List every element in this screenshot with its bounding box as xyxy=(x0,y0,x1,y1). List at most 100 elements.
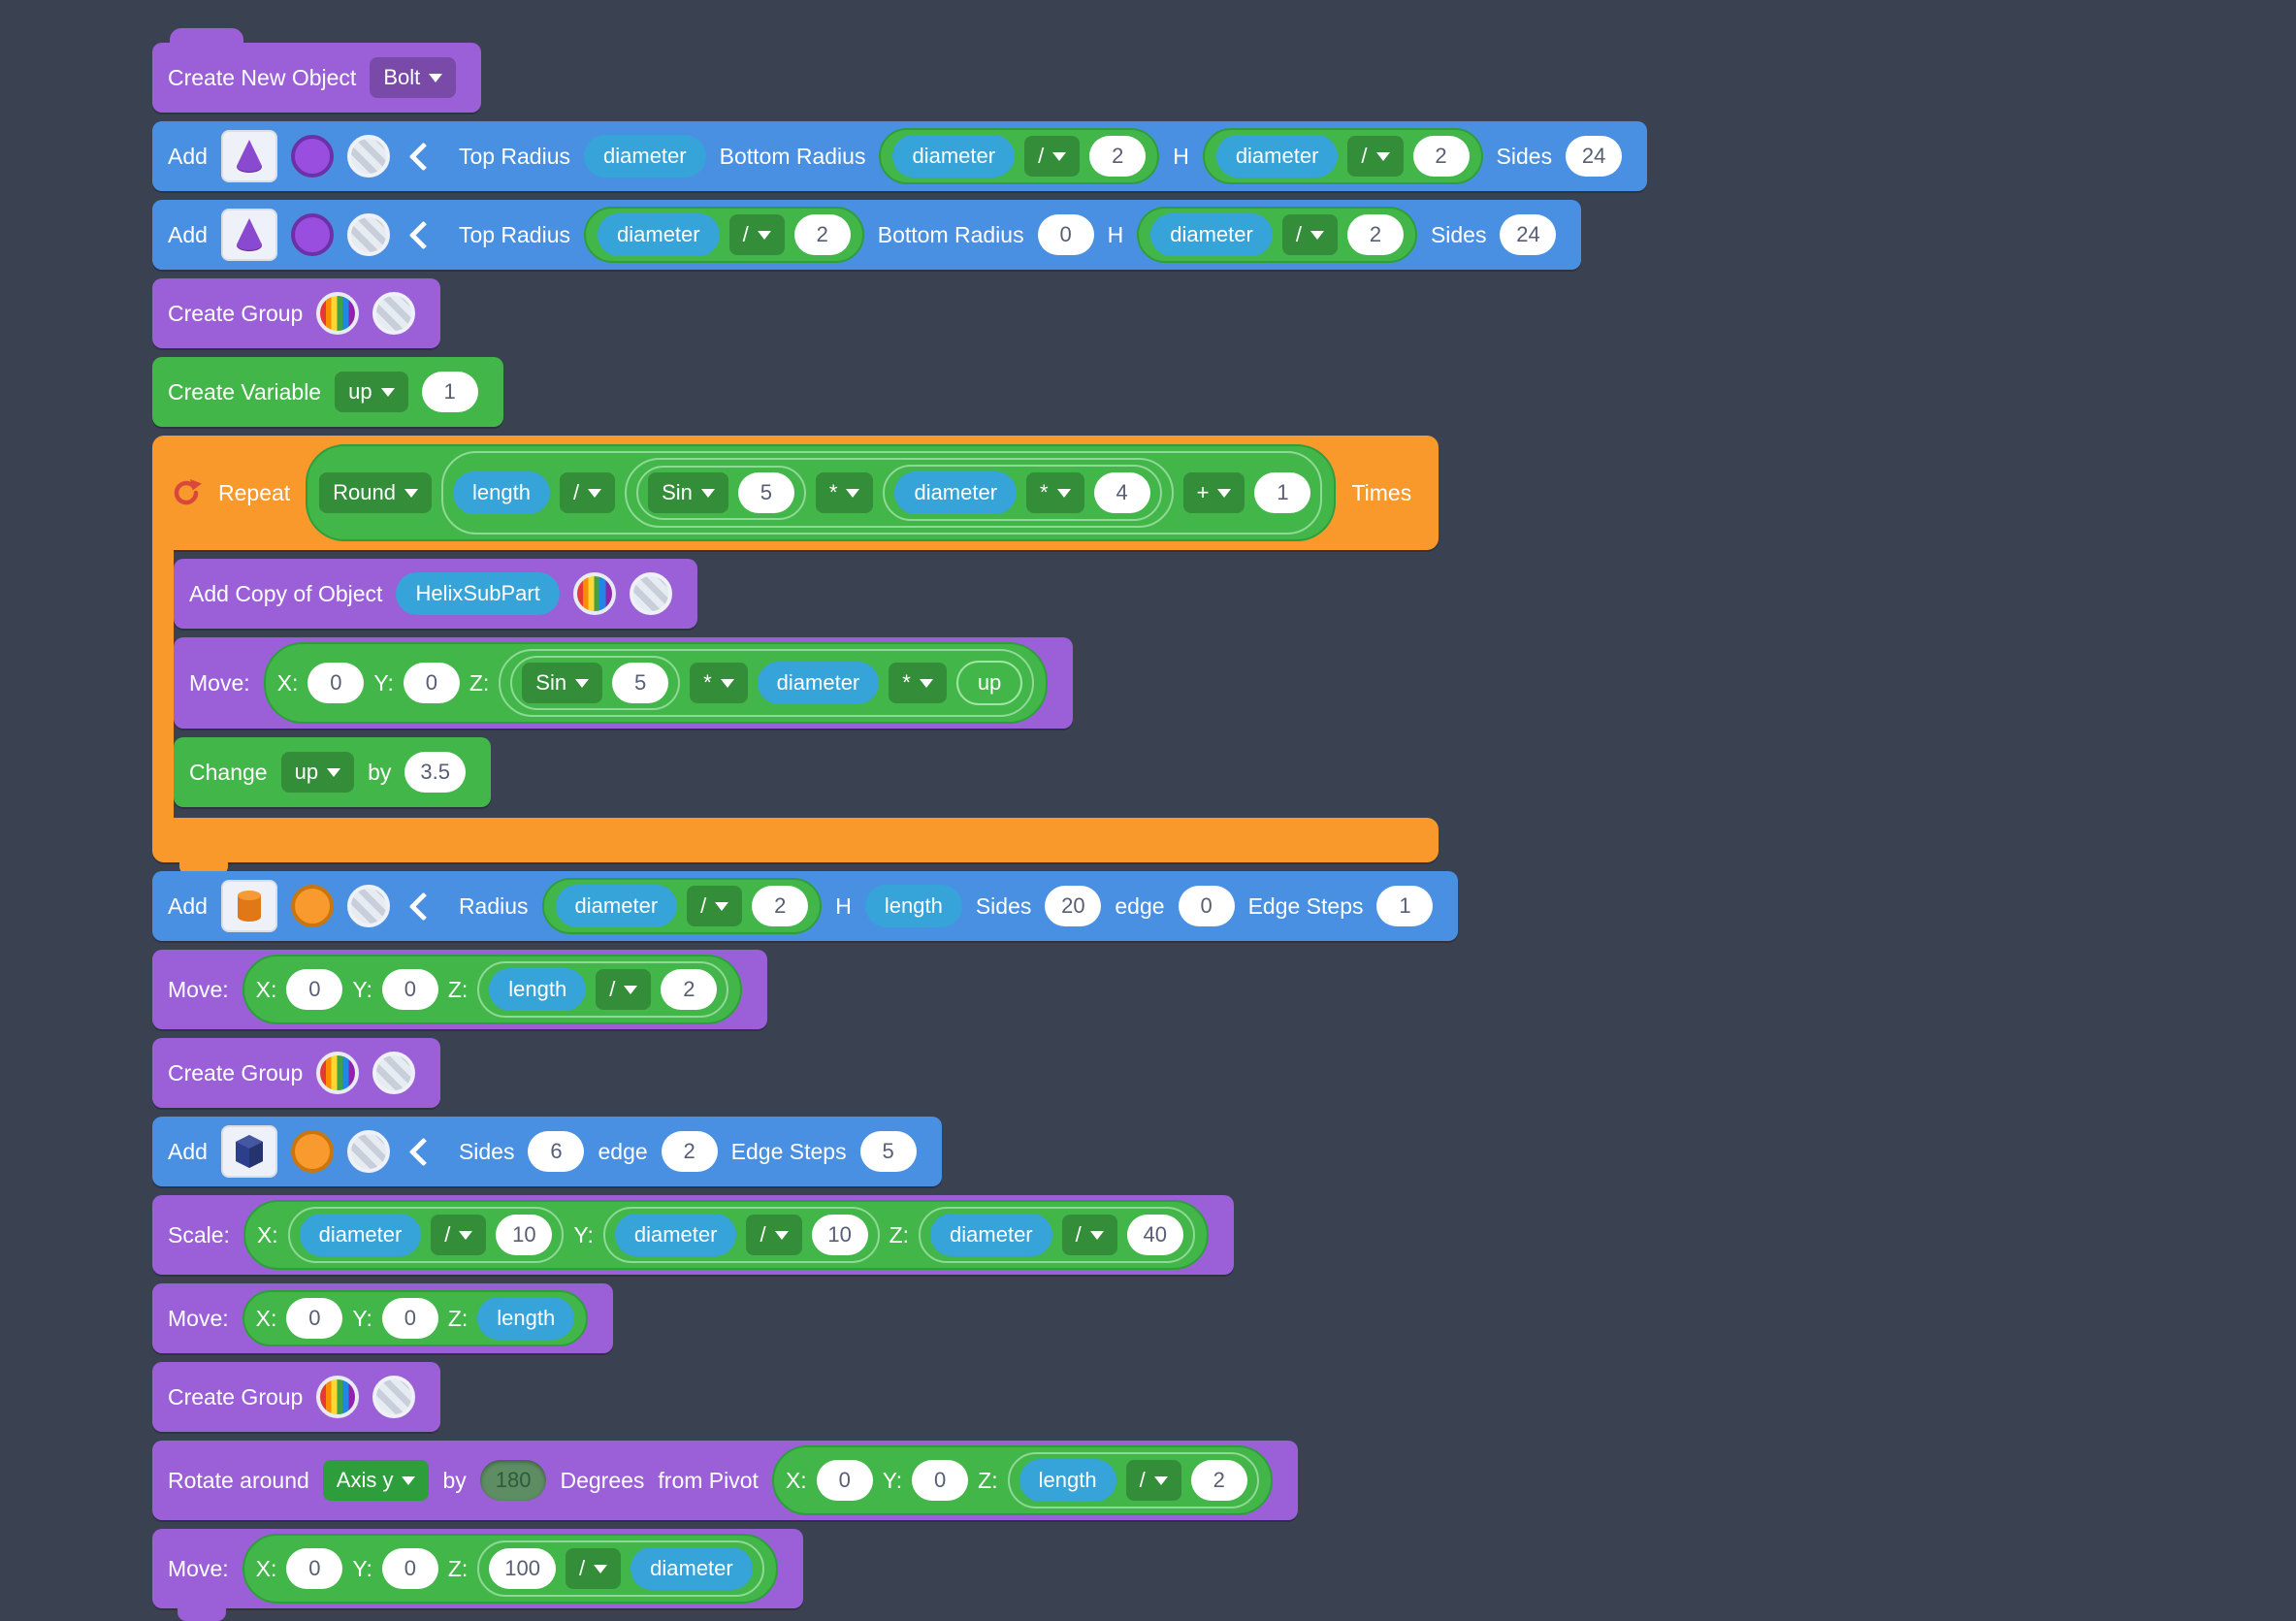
number-field[interactable]: 0 xyxy=(286,1298,343,1339)
create-group-3-block[interactable]: Create Group xyxy=(152,1362,441,1432)
number-field[interactable]: 2 xyxy=(1190,1460,1247,1501)
expression-block[interactable]: diameter/2 xyxy=(541,878,823,934)
expression-block[interactable]: diameter/2 xyxy=(1137,207,1417,263)
number-field[interactable]: 2 xyxy=(793,214,851,255)
object-reference-pill[interactable]: HelixSubPart xyxy=(396,572,560,615)
collapse-chevron-icon[interactable] xyxy=(408,142,438,171)
expression-block[interactable]: diameter/2 xyxy=(1202,128,1483,184)
variable-pill[interactable]: diameter xyxy=(757,662,880,704)
number-field[interactable]: 20 xyxy=(1045,886,1102,926)
number-field[interactable]: 2 xyxy=(661,969,718,1010)
variable-pill[interactable]: diameter xyxy=(1150,213,1273,256)
axis-dropdown[interactable]: Axis y xyxy=(322,1460,430,1501)
nested-expression[interactable]: diameter/10 xyxy=(287,1207,565,1263)
rainbow-color-picker-icon[interactable] xyxy=(316,292,360,335)
object-name-dropdown[interactable]: Bolt xyxy=(370,57,457,98)
variable-pill[interactable]: diameter xyxy=(299,1214,422,1256)
variable-pill[interactable]: diameter xyxy=(614,1214,737,1256)
number-field[interactable]: 10 xyxy=(811,1215,868,1255)
number-field[interactable]: 24 xyxy=(1566,136,1623,177)
texture-picker-icon[interactable] xyxy=(346,885,390,927)
variable-pill[interactable]: diameter xyxy=(555,885,678,927)
nested-expression[interactable]: diameter/40 xyxy=(919,1207,1195,1263)
dropdown-field[interactable]: + xyxy=(1182,472,1245,513)
color-picker-icon[interactable] xyxy=(290,885,334,927)
variable-pill[interactable]: up xyxy=(955,661,1023,705)
rainbow-color-picker-icon[interactable] xyxy=(572,572,616,615)
variable-pill[interactable]: diameter xyxy=(1215,135,1339,178)
shape-thumbnail-cone-icon[interactable] xyxy=(220,130,277,182)
create-group-2-block[interactable]: Create Group xyxy=(152,1038,441,1108)
dropdown-field[interactable]: / xyxy=(431,1215,487,1255)
number-field[interactable]: 0 xyxy=(307,663,365,703)
round-function-dropdown[interactable]: Round xyxy=(319,472,433,513)
collapse-chevron-icon[interactable] xyxy=(408,892,438,921)
variable-pill[interactable]: diameter xyxy=(631,1547,753,1590)
shape-thumbnail-cone-icon[interactable] xyxy=(220,209,277,261)
texture-picker-icon[interactable] xyxy=(372,1052,416,1094)
nested-expression[interactable]: 100/diameter xyxy=(477,1540,764,1597)
number-field[interactable]: 10 xyxy=(496,1215,553,1255)
number-field[interactable]: 1 xyxy=(1376,886,1434,926)
number-field[interactable]: 0 xyxy=(381,1548,438,1589)
nested-expression[interactable]: length/2 xyxy=(477,961,729,1018)
dropdown-field[interactable]: * xyxy=(690,663,748,703)
number-field[interactable]: 3.5 xyxy=(404,752,466,793)
number-field[interactable]: 2 xyxy=(752,886,809,926)
dropdown-field[interactable]: * xyxy=(889,663,947,703)
texture-picker-icon[interactable] xyxy=(372,292,416,335)
variable-name-dropdown[interactable]: up xyxy=(280,752,355,793)
variable-pill[interactable]: diameter xyxy=(584,135,706,178)
texture-picker-icon[interactable] xyxy=(346,135,390,178)
nested-expression[interactable]: diameter*4 xyxy=(883,465,1162,521)
dropdown-field[interactable]: / xyxy=(559,472,616,513)
number-field[interactable]: 0 xyxy=(816,1460,873,1501)
dropdown-field[interactable]: * xyxy=(1026,472,1084,513)
sin-function-dropdown[interactable]: Sin xyxy=(522,663,603,703)
variable-pill[interactable]: diameter xyxy=(892,135,1016,178)
variable-pill[interactable]: length xyxy=(489,968,587,1011)
number-field[interactable]: 0 xyxy=(286,969,343,1010)
number-field[interactable]: 1 xyxy=(1254,472,1311,513)
color-picker-icon[interactable] xyxy=(290,135,334,178)
number-field[interactable]: 100 xyxy=(489,1548,557,1589)
number-field[interactable]: 2 xyxy=(661,1131,718,1172)
rainbow-color-picker-icon[interactable] xyxy=(316,1376,360,1418)
variable-pill[interactable]: length xyxy=(453,471,550,514)
number-field[interactable]: 5 xyxy=(859,1131,917,1172)
nested-expression[interactable]: diameter/10 xyxy=(602,1207,880,1263)
number-field[interactable]: 0 xyxy=(403,663,460,703)
dropdown-field[interactable]: / xyxy=(1061,1215,1117,1255)
expression-block[interactable]: diameter/2 xyxy=(584,207,864,263)
color-picker-icon[interactable] xyxy=(290,1130,334,1173)
texture-picker-icon[interactable] xyxy=(372,1376,416,1418)
number-field[interactable]: 0 xyxy=(1178,886,1235,926)
number-field[interactable]: 6 xyxy=(528,1131,585,1172)
dropdown-field[interactable]: / xyxy=(566,1548,622,1589)
variable-pill[interactable]: diameter xyxy=(894,471,1018,514)
collapse-chevron-icon[interactable] xyxy=(408,220,438,249)
dropdown-field[interactable]: / xyxy=(1024,136,1081,177)
number-field[interactable]: 1 xyxy=(421,372,478,412)
dropdown-field[interactable]: / xyxy=(746,1215,802,1255)
variable-pill[interactable]: length xyxy=(477,1297,575,1340)
